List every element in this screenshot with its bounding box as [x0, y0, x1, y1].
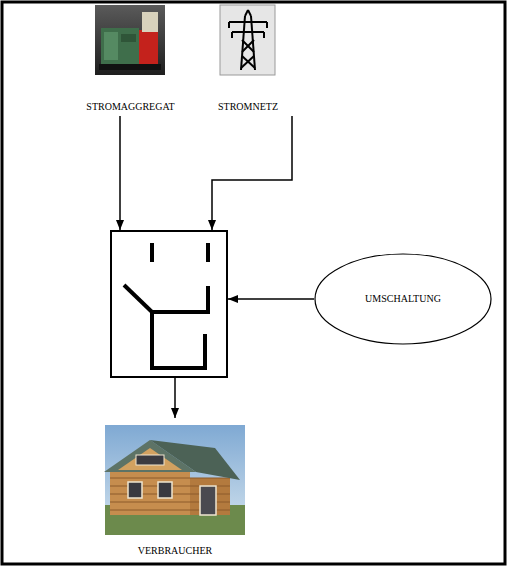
- node-label: STROMAGGREGAT: [86, 101, 174, 113]
- arrow-connector: [119, 116, 121, 230]
- switch-box: [110, 230, 228, 378]
- grid-node: STROMNETZ: [200, 4, 296, 116]
- generator-icon: [95, 5, 165, 75]
- arrow-connector: [228, 298, 314, 300]
- node-label: VERBRAUCHER: [138, 545, 212, 557]
- switch-symbol: [124, 243, 210, 368]
- node-label: UMSCHALTUNG: [365, 293, 441, 305]
- house-picture: [104, 425, 245, 535]
- arrow-connector: [212, 116, 292, 230]
- generator-node: STROMAGGREGAT: [81, 4, 180, 116]
- arrow-connector: [174, 378, 176, 418]
- pylon-icon: [220, 5, 275, 75]
- consumer-node: VERBRAUCHER: [95, 418, 255, 560]
- page-frame: [2, 2, 505, 564]
- node-label: STROMNETZ: [218, 101, 278, 113]
- control-ellipse: UMSCHALTUNG: [314, 253, 492, 345]
